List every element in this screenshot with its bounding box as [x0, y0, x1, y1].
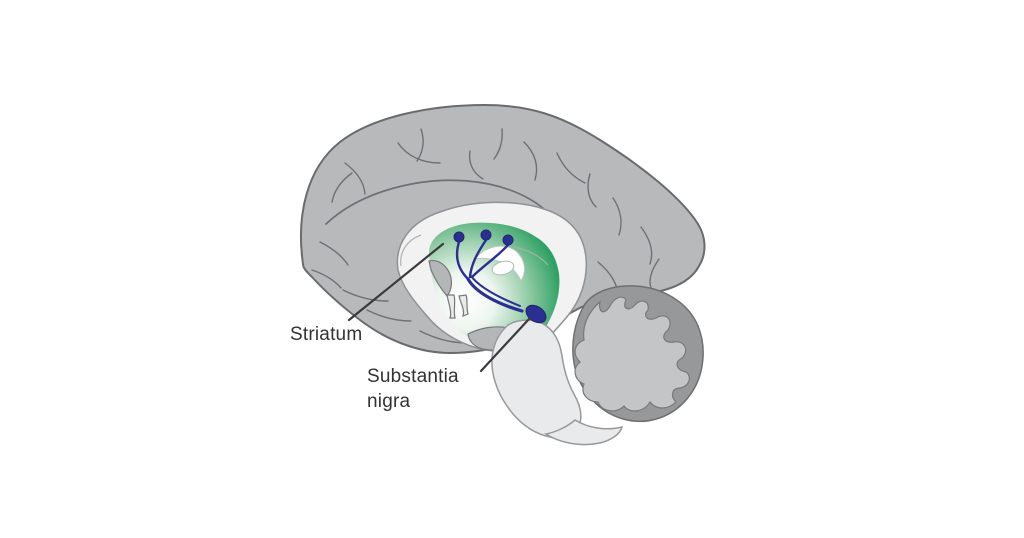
thalamus-oval [491, 260, 515, 276]
striatum-region [429, 222, 560, 349]
arbor-vitae [574, 296, 690, 412]
axon-right [470, 243, 510, 279]
terminal-dot-left [453, 231, 465, 243]
axon-bundle-main [466, 277, 524, 313]
caudate-boundary-line [513, 246, 549, 266]
striatum-label: Striatum [290, 324, 363, 345]
brainstem [491, 319, 624, 446]
substantia-nigra-label: Substantia nigra [367, 366, 459, 413]
terminal-dot-middle [480, 229, 492, 241]
axon-curves [455, 238, 524, 313]
substantia-nigra-pointer-line [479, 317, 531, 373]
spinal-cord-tail [544, 419, 624, 446]
septum-lump [428, 259, 453, 297]
axon-bundle-secondary [470, 275, 521, 307]
hypothalamic-spike [446, 294, 456, 319]
axon-left [455, 240, 470, 281]
terminal-dot-right [502, 234, 514, 246]
striatum-pointer-line [347, 242, 445, 322]
substantia-nigra-cell-body [525, 304, 547, 324]
corpus-callosum-curl [400, 234, 422, 267]
fornix-spike [458, 294, 469, 318]
axon-middle [468, 238, 488, 279]
brainstem-body [491, 319, 582, 439]
nigrostriatal-pathway [453, 229, 547, 324]
pointer-lines [347, 242, 531, 373]
